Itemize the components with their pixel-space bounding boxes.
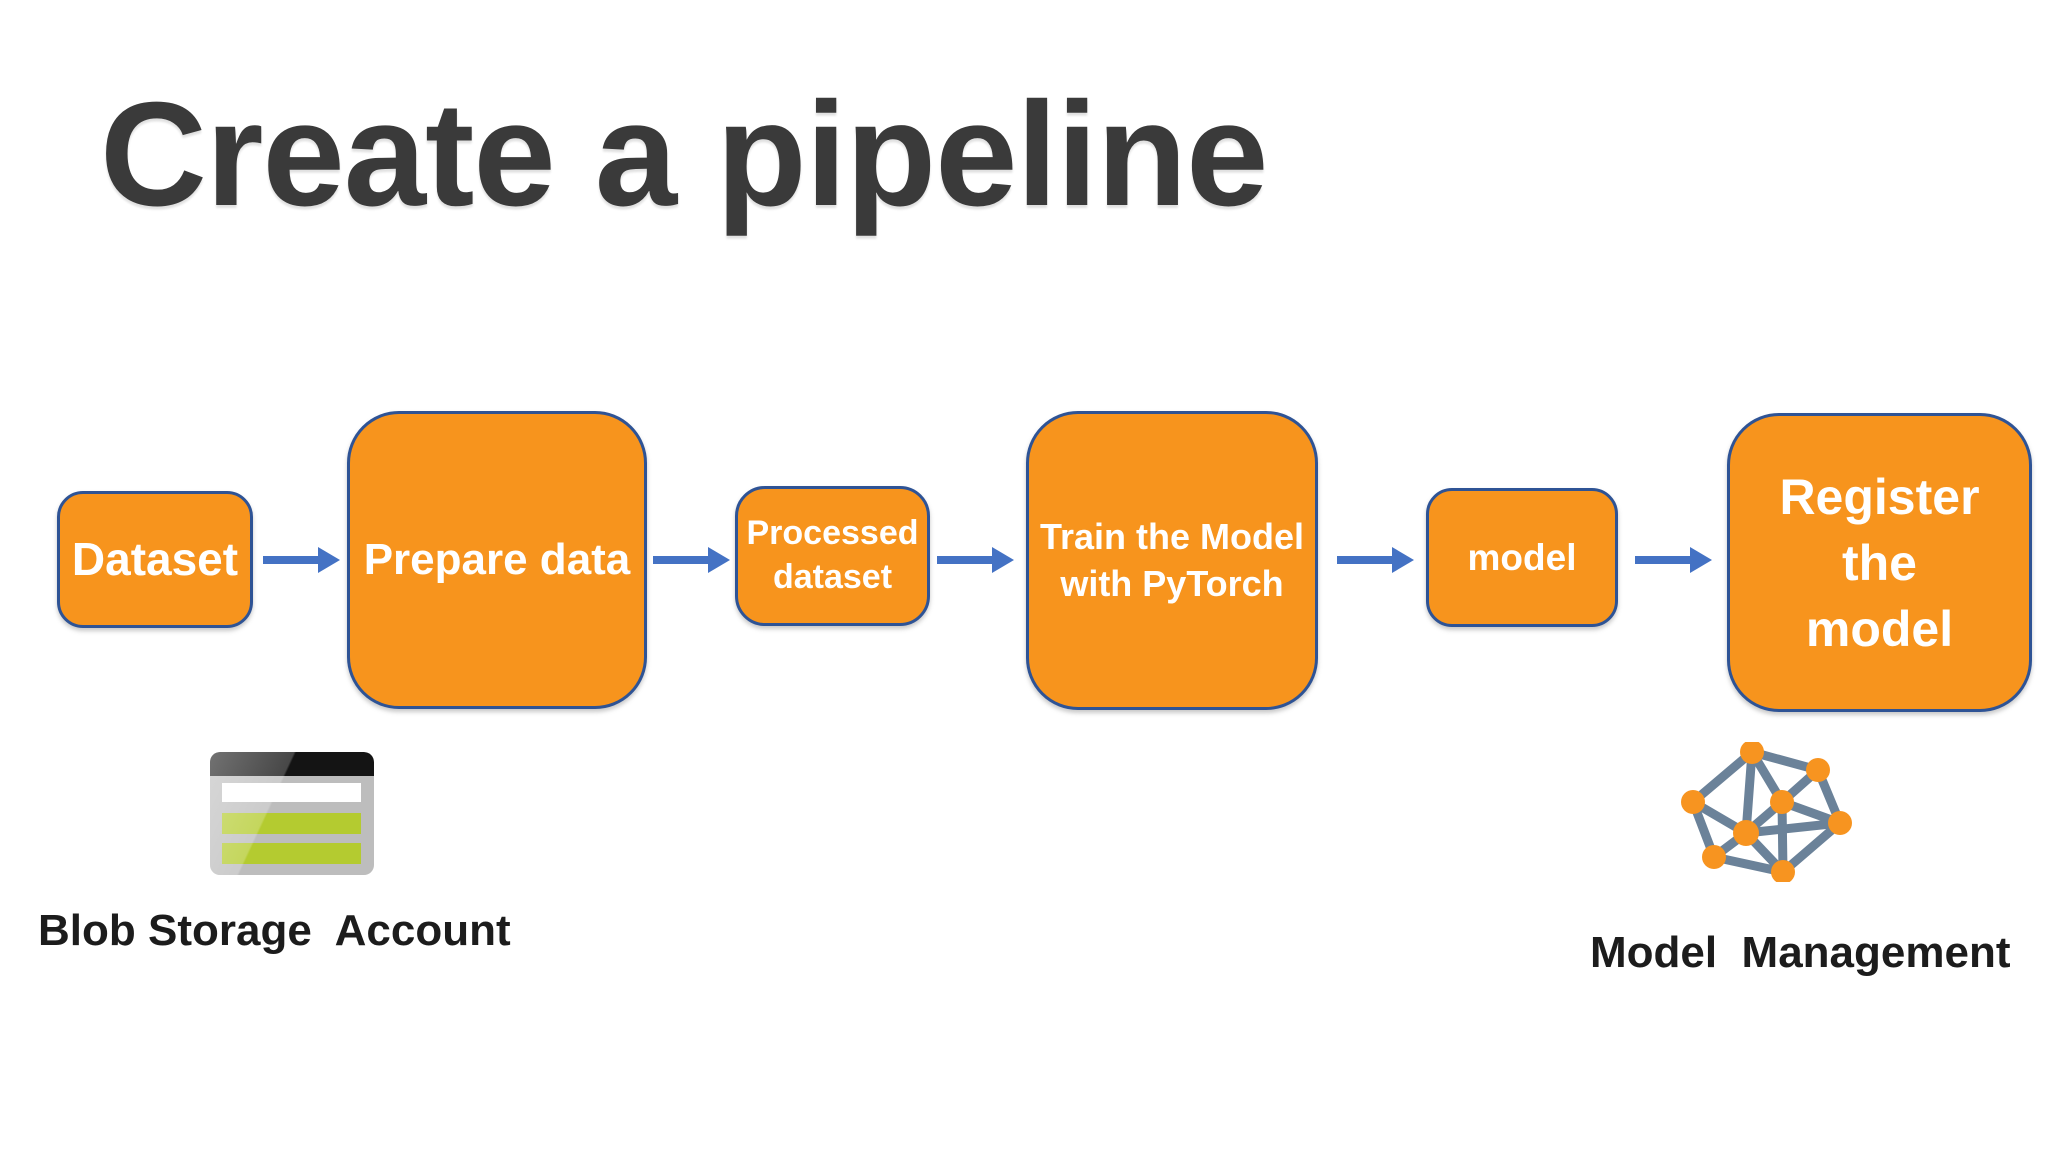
pipeline-node-model: model	[1426, 488, 1618, 627]
node-label-processed-dataset: Processed dataset	[746, 514, 919, 596]
slide-title: Create a pipeline	[100, 72, 1268, 237]
pipeline-node-train-model: Train the Model with PyTorch	[1026, 411, 1318, 710]
pipeline-node-register-model: Register the model	[1727, 413, 2032, 712]
flow-arrow-icon-1	[262, 546, 340, 574]
flow-arrow-icon-2	[652, 546, 730, 574]
flow-arrow-icon-5	[1634, 546, 1712, 574]
blob-icon-header-bar	[210, 752, 374, 776]
pipeline-node-prepare-data: Prepare data	[347, 411, 647, 709]
blob-icon-row-green-2	[222, 843, 361, 864]
blob-storage-caption: Blob Storage Account	[38, 906, 511, 955]
model-management-caption: Model Management	[1590, 928, 2011, 977]
node-label-register-model: Register the model	[1779, 468, 1980, 657]
flow-arrow-icon-3	[936, 546, 1014, 574]
pipeline-node-processed-dataset: Processed dataset	[735, 486, 930, 626]
blob-storage-account-icon	[210, 752, 374, 875]
blob-icon-row-white	[222, 783, 361, 802]
blob-icon-row-green-1	[222, 813, 361, 834]
node-label-dataset: Dataset	[71, 533, 239, 586]
node-label-train-model: Train the Model with PyTorch	[1039, 516, 1305, 604]
pipeline-node-dataset: Dataset	[57, 491, 253, 628]
node-label-prepare-data: Prepare data	[363, 534, 631, 584]
flow-arrow-icon-4	[1336, 546, 1414, 574]
node-label-model: model	[1467, 536, 1577, 578]
model-management-icon	[1680, 742, 1855, 882]
